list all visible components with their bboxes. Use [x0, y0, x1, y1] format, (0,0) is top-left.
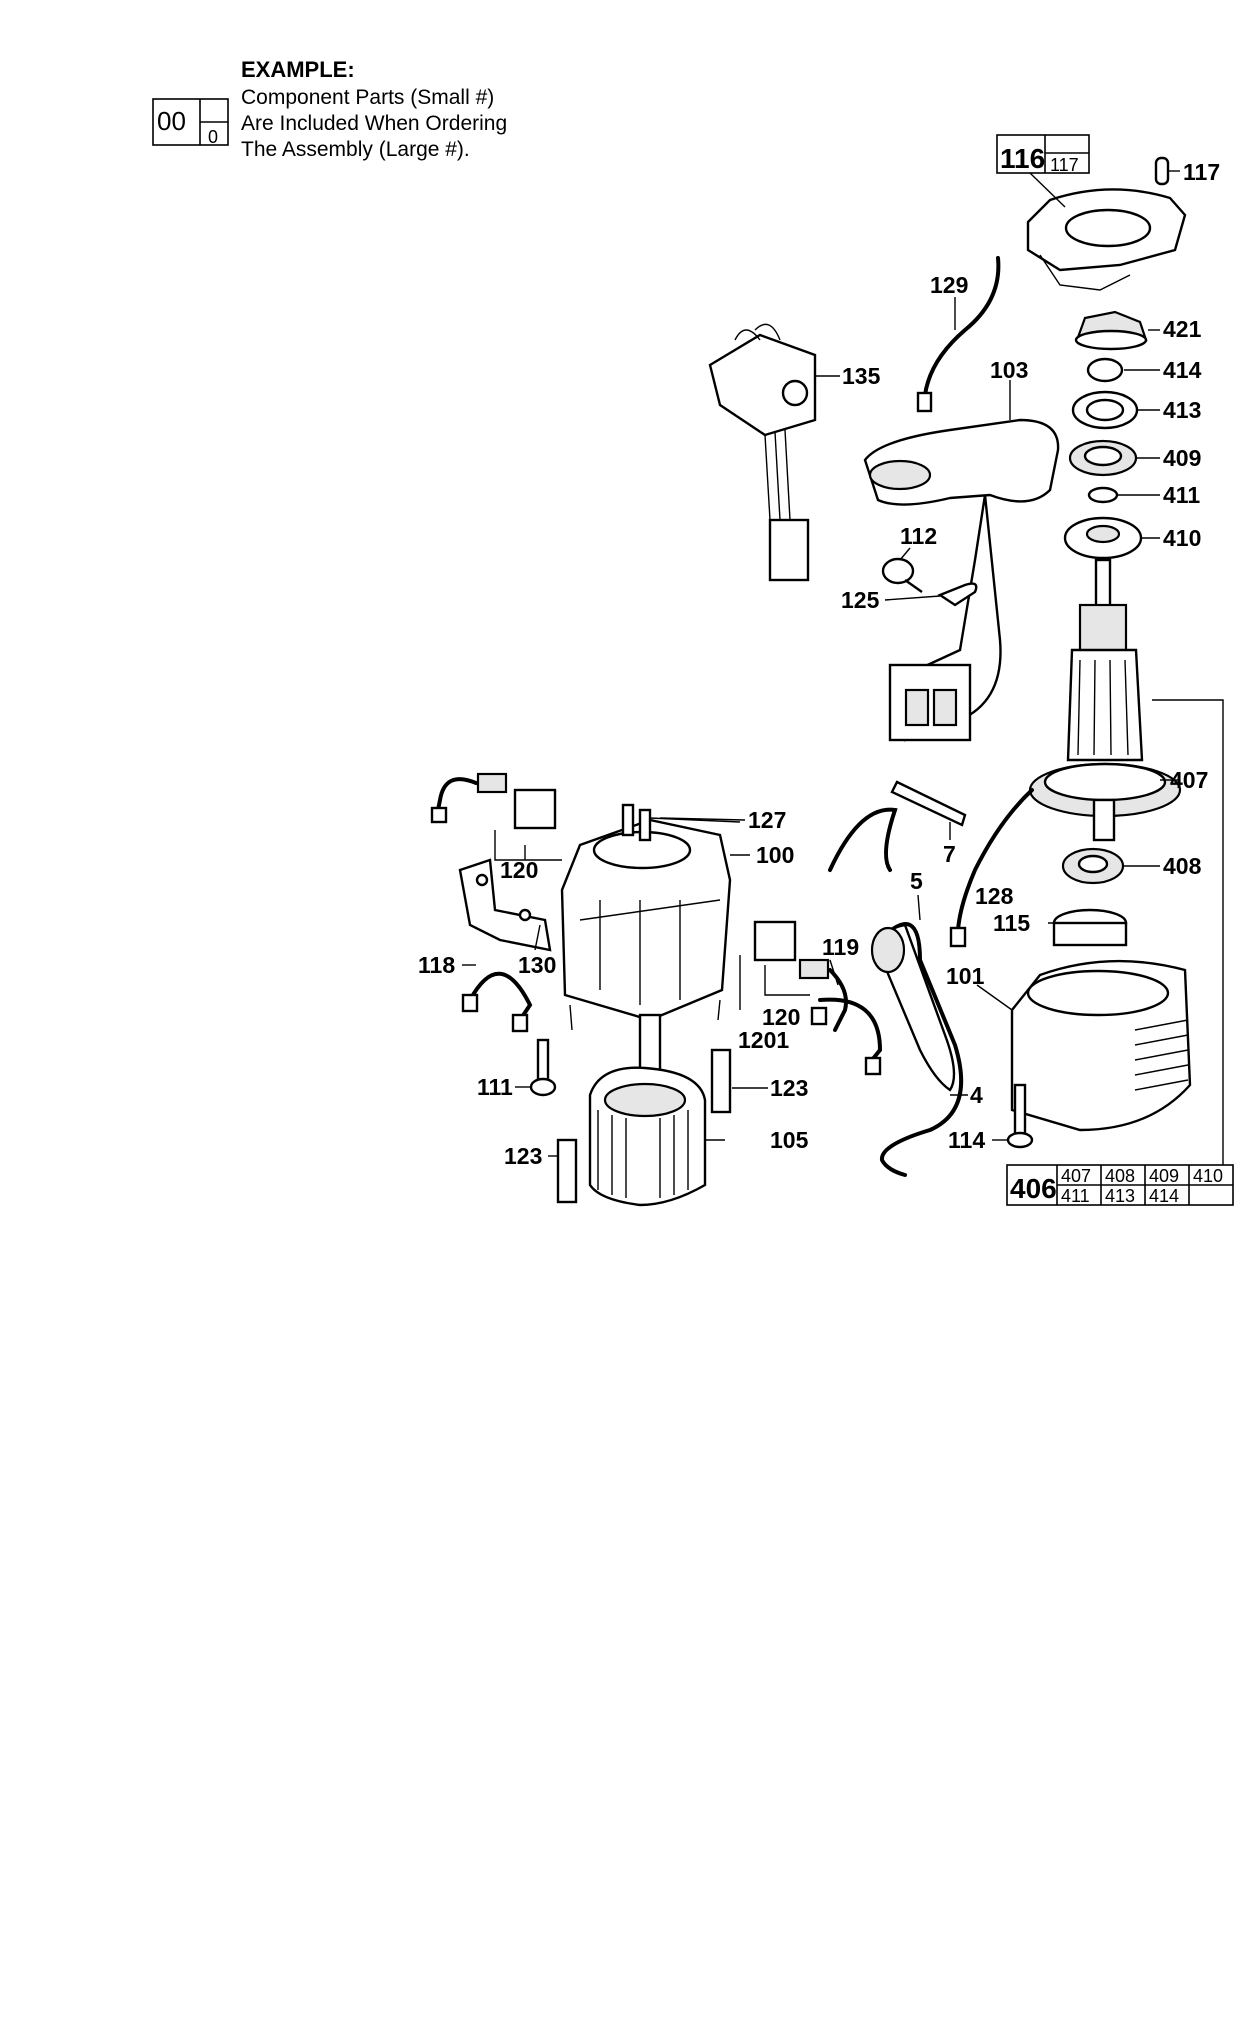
label-4: 4	[970, 1082, 983, 1108]
label-407: 407	[1170, 767, 1208, 793]
bearing-409-part	[1068, 439, 1160, 477]
assembly-box-406: 406 407 408 409 410 411 413 414	[1006, 699, 1234, 1206]
label-410: 410	[1163, 525, 1201, 551]
label-100: 100	[756, 842, 794, 868]
label-130: 130	[518, 952, 556, 978]
bearing-408-part	[1061, 847, 1160, 885]
assembly-406-small-5: 411	[1061, 1186, 1090, 1206]
assembly-116-large: 116	[1000, 143, 1045, 174]
label-129: 129	[930, 272, 968, 298]
example-legend: 00 0 EXAMPLE: Component Parts (Small #) …	[152, 57, 507, 161]
bracket-130-part	[458, 858, 552, 952]
label-123-right: 123	[770, 1075, 808, 1101]
assembly-406-small-2: 408	[1105, 1166, 1135, 1186]
label-128: 128	[975, 883, 1014, 909]
screw-111-part	[515, 1038, 557, 1097]
assembly-406-small-4: 410	[1193, 1166, 1223, 1186]
pin-7-part	[890, 780, 967, 840]
label-114: 114	[948, 1127, 985, 1153]
label-127: 127	[748, 807, 786, 833]
label-135: 135	[842, 363, 881, 389]
assembly-406-small-1: 407	[1061, 1166, 1091, 1186]
label-105: 105	[770, 1127, 809, 1153]
label-119: 119	[822, 934, 859, 960]
screw-114-part	[992, 1083, 1034, 1149]
label-5: 5	[910, 868, 923, 894]
field-housing-100-part	[560, 803, 750, 1077]
example-line-2: Are Included When Ordering	[241, 112, 507, 135]
gear-housing-cover-part	[1026, 172, 1187, 291]
label-118: 118	[418, 952, 455, 978]
switch-part	[708, 323, 840, 582]
retaining-ring-part	[1087, 486, 1119, 504]
label-408: 408	[1163, 853, 1202, 879]
label-103: 103	[990, 357, 1028, 383]
brush-holder-right-part	[739, 920, 883, 1076]
label-411: 411	[1163, 482, 1200, 508]
label-120-right: 120	[762, 1004, 800, 1030]
handle-part	[863, 380, 1060, 742]
label-101: 101	[946, 963, 985, 989]
example-box-small: 0	[208, 127, 218, 147]
label-7: 7	[943, 841, 956, 867]
assembly-116-small: 117	[1050, 155, 1079, 175]
cord-part	[828, 807, 968, 1177]
field-coil-105-part	[588, 1066, 725, 1207]
label-125: 125	[841, 587, 880, 613]
label-414: 414	[1163, 357, 1202, 383]
clip-123-right-part	[710, 1048, 768, 1114]
assembly-box-116: 116 117	[996, 134, 1090, 175]
label-112: 112	[900, 523, 937, 549]
callout-labels: 117 129 421 135 103 414 413 409 411 410 …	[418, 159, 1220, 1169]
screw-112-part	[881, 547, 923, 593]
pinion-gear-part	[1074, 310, 1160, 351]
motor-housing-101-part	[976, 908, 1192, 1132]
example-box-large: 00	[157, 106, 186, 136]
label-413: 413	[1163, 397, 1201, 423]
assembly-406-small-3: 409	[1149, 1166, 1179, 1186]
spacer-part	[1086, 357, 1124, 383]
assembly-406-small-7: 414	[1149, 1186, 1179, 1206]
bearing-plate-part	[1063, 516, 1160, 560]
label-120-left: 120	[500, 857, 538, 883]
assembly-406-small-6: 413	[1105, 1186, 1135, 1206]
label-1201: 1201	[738, 1027, 789, 1053]
label-111: 111	[477, 1074, 513, 1100]
label-123-left: 123	[504, 1143, 542, 1169]
wire-129-part	[923, 256, 1001, 397]
assembly-406-large: 406	[1010, 1173, 1057, 1204]
wire-118-part	[468, 971, 533, 1022]
bearing-413-part	[1071, 390, 1160, 430]
clip-123-left-part	[548, 1138, 578, 1204]
clamp-125-part	[884, 582, 978, 607]
label-117: 117	[1183, 159, 1220, 185]
wire-128-part	[956, 788, 1034, 932]
example-line-1: Component Parts (Small #)	[241, 86, 494, 109]
label-115: 115	[993, 910, 1030, 936]
brush-holder-left-part	[430, 772, 562, 861]
example-line-3: The Assembly (Large #).	[241, 138, 470, 161]
label-421: 421	[1163, 316, 1202, 342]
label-409: 409	[1163, 445, 1201, 471]
armature-part	[1028, 558, 1182, 842]
pin-part	[1154, 156, 1180, 186]
example-title: EXAMPLE:	[241, 57, 355, 82]
